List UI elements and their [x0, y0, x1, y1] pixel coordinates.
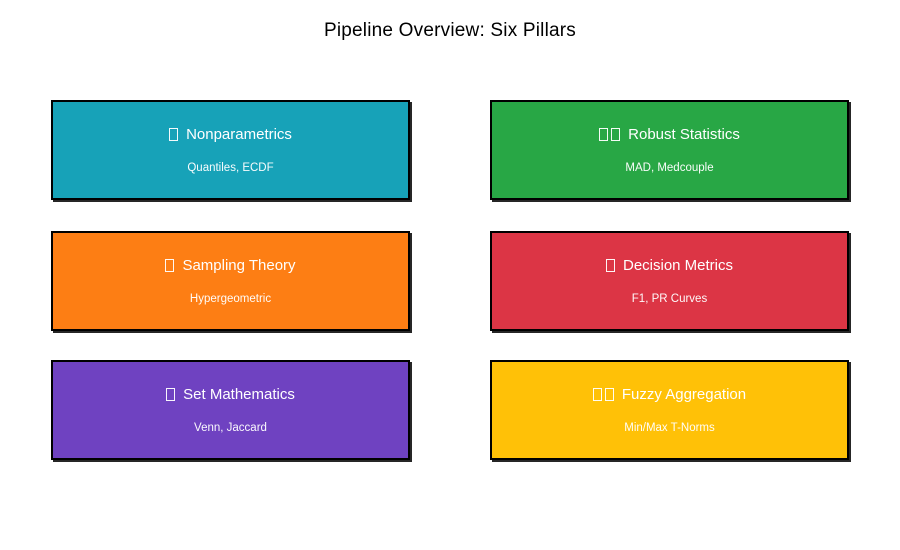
- pillar-card-decision-metrics: Decision Metrics F1, PR Curves: [490, 231, 849, 331]
- missing-glyph-icon: [592, 388, 602, 401]
- pillar-icon-group: [165, 259, 175, 272]
- missing-glyph-icon: [605, 259, 615, 272]
- pillar-card-set-mathematics: Set Mathematics Venn, Jaccard: [51, 360, 410, 460]
- pillar-icon-group: [605, 259, 615, 272]
- pillar-title: Sampling Theory: [165, 256, 296, 275]
- pillar-card-sampling-theory: Sampling Theory Hypergeometric: [51, 231, 410, 331]
- pillar-title: Robust Statistics: [599, 126, 740, 144]
- pillar-icon-group: [592, 388, 614, 401]
- missing-glyph-icon: [611, 128, 621, 141]
- pillar-title: Fuzzy Aggregation: [592, 385, 747, 404]
- pillar-icon-group: [166, 388, 176, 401]
- pillar-title-text: Nonparametrics: [186, 125, 292, 143]
- pillar-card-nonparametrics: Nonparametrics Quantiles, ECDF: [51, 100, 410, 200]
- missing-glyph-icon: [169, 128, 179, 141]
- missing-glyph-icon: [599, 128, 609, 141]
- pillar-title: Decision Metrics: [605, 256, 734, 275]
- pillar-subtitle: Hypergeometric: [189, 292, 272, 305]
- pillar-title-text: Fuzzy Aggregation: [621, 385, 747, 403]
- pillar-subtitle: Min/Max T-Norms: [624, 421, 715, 434]
- pillar-subtitle: Quantiles, ECDF: [187, 161, 274, 174]
- pillar-card-robust-statistics: Robust Statistics MAD, Medcouple: [490, 100, 849, 200]
- missing-glyph-icon: [165, 259, 175, 272]
- pillar-title: Set Mathematics: [166, 386, 295, 404]
- pillar-title-text: Set Mathematics: [183, 385, 295, 403]
- pillar-title-text: Decision Metrics: [622, 256, 734, 274]
- pillar-subtitle: MAD, Medcouple: [625, 161, 714, 174]
- pillar-title: Nonparametrics: [169, 126, 292, 144]
- pillar-icon-group: [599, 128, 621, 141]
- pillar-card-fuzzy-aggregation: Fuzzy Aggregation Min/Max T-Norms: [490, 360, 849, 460]
- missing-glyph-icon: [166, 388, 176, 401]
- missing-glyph-icon: [604, 388, 614, 401]
- pillar-subtitle: F1, PR Curves: [631, 292, 708, 305]
- pillar-subtitle: Venn, Jaccard: [194, 421, 267, 434]
- page-title: Pipeline Overview: Six Pillars: [323, 20, 577, 41]
- pillar-title-text: Robust Statistics: [628, 125, 740, 143]
- pillar-icon-group: [169, 128, 179, 141]
- pillar-title-text: Sampling Theory: [182, 256, 296, 274]
